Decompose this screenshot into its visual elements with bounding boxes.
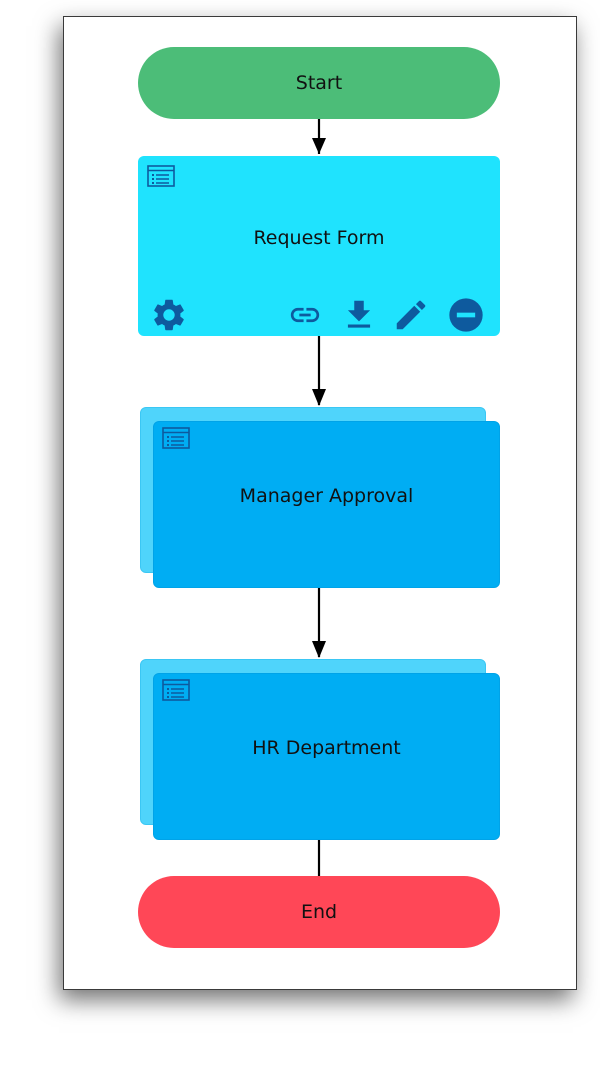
end-node[interactable]: End xyxy=(138,876,500,948)
request-form-label: Request Form xyxy=(253,227,385,249)
manager-approval-node[interactable]: Manager Approval xyxy=(138,407,500,589)
minus-circle-icon[interactable] xyxy=(446,295,486,335)
stacked-card-front: Manager Approval xyxy=(153,421,500,588)
manager-approval-label: Manager Approval xyxy=(239,485,414,507)
pencil-icon[interactable] xyxy=(392,296,430,334)
hr-department-node[interactable]: HR Department xyxy=(138,659,500,841)
download-icon[interactable] xyxy=(340,296,378,334)
gear-icon[interactable] xyxy=(150,296,188,334)
link-icon[interactable] xyxy=(284,298,326,332)
form-icon xyxy=(162,427,190,449)
arrowhead-manager-approval xyxy=(312,389,326,406)
hr-department-label: HR Department xyxy=(252,737,401,759)
arrowhead-request-form xyxy=(312,138,326,154)
form-icon xyxy=(162,679,190,701)
stacked-card-front: HR Department xyxy=(153,673,500,840)
form-icon xyxy=(147,165,175,187)
end-node-label: End xyxy=(300,901,338,923)
request-form-node[interactable]: Request Form xyxy=(138,156,500,336)
start-node[interactable]: Start xyxy=(138,47,500,119)
start-node-label: Start xyxy=(295,72,343,94)
arrowhead-hr-department xyxy=(312,641,326,658)
